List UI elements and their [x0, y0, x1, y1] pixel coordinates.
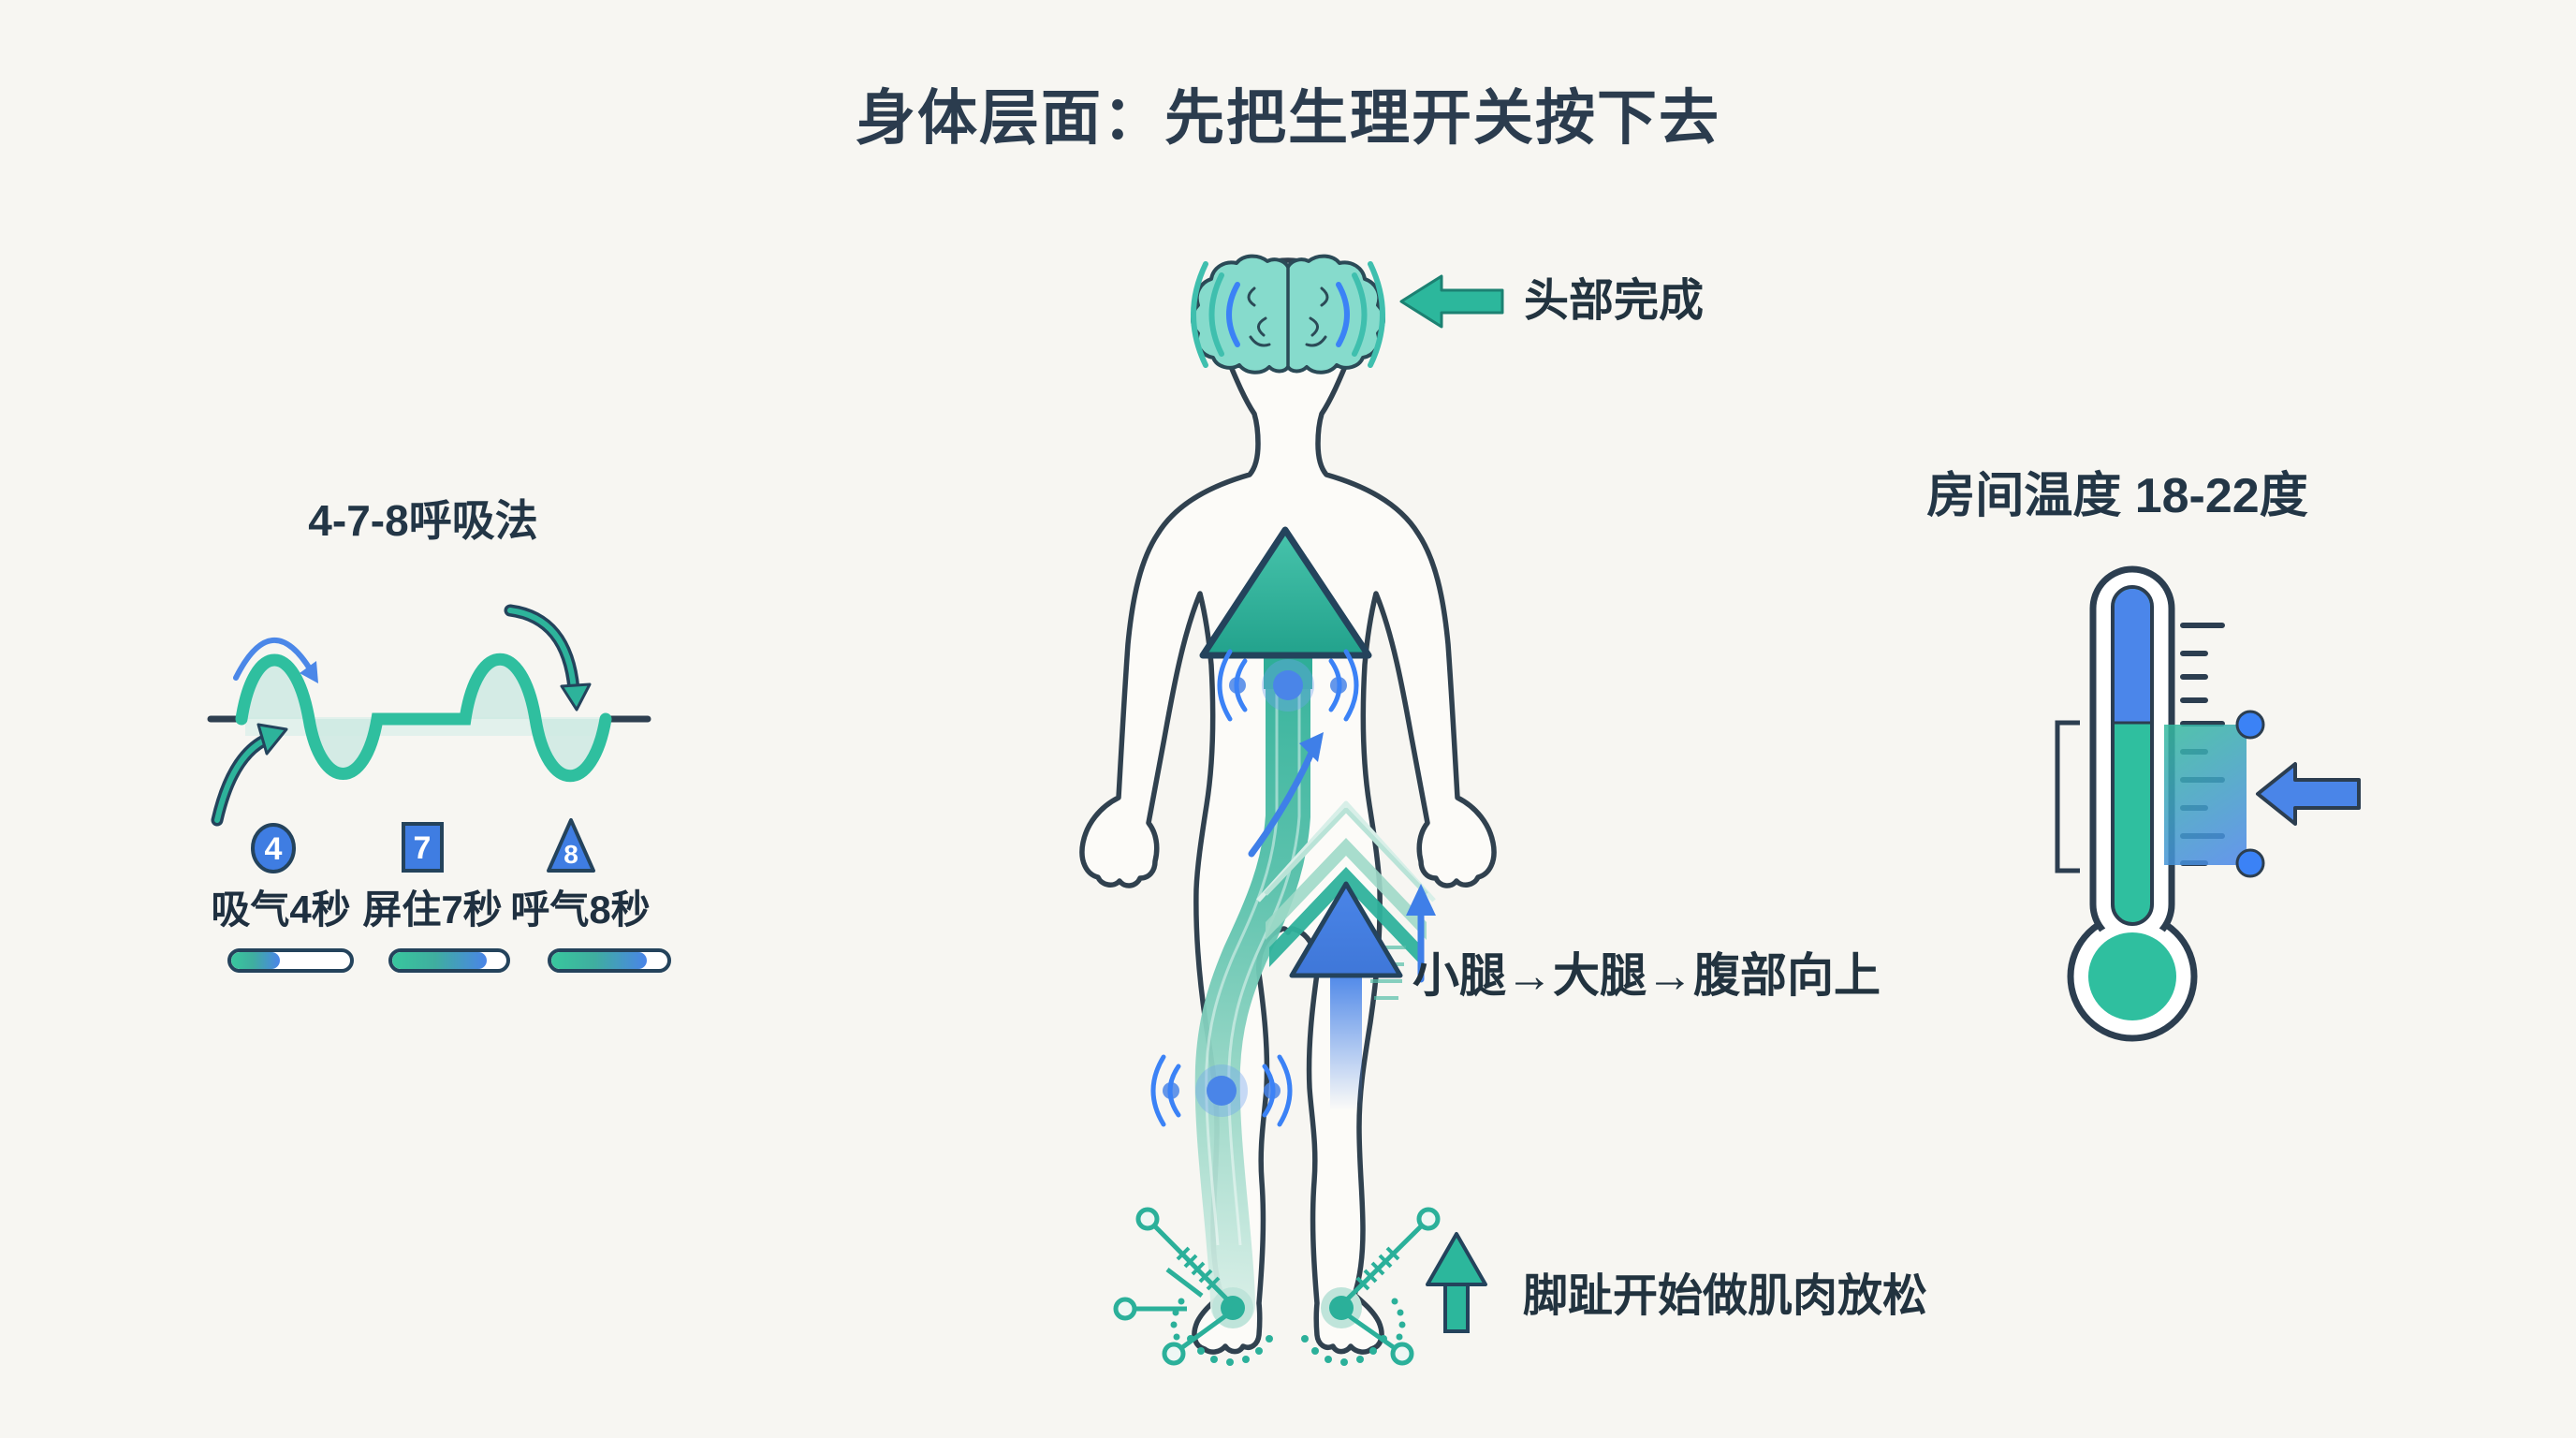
- step-label-inhale: 吸气4秒: [211, 888, 351, 932]
- progress-bar-exhale: [548, 948, 671, 973]
- badge-number-7: 7: [413, 830, 432, 866]
- progress-bar-inhale: [227, 948, 354, 973]
- inhale-arc-icon: [233, 638, 318, 683]
- head-waves-right-icon: [1336, 261, 1385, 368]
- head-waves-left-icon: [1191, 261, 1240, 368]
- step-circle-badge: [251, 823, 296, 873]
- badge-number-8: 8: [564, 840, 578, 869]
- progress-fill-inhale: [231, 952, 281, 969]
- thigh-chevrons-icon: [1256, 800, 1436, 1000]
- knee-pulse-icon: [1150, 1054, 1293, 1127]
- step-label-hold: 屏住7秒: [362, 888, 503, 932]
- belly-pulse-icon: [1217, 649, 1359, 722]
- head-complete-label: 头部完成: [1523, 276, 1705, 326]
- relax-flow-arrow-icon: [1194, 526, 1372, 1328]
- progress-fill-exhale: [551, 952, 647, 969]
- progress-bar-hold: [388, 948, 510, 973]
- badge-number-4: 4: [264, 831, 283, 867]
- breathing-title: 4-7-8呼吸法: [308, 496, 538, 545]
- step-label-exhale: 呼气8秒: [510, 888, 651, 932]
- thigh-arrow-icon: [1289, 881, 1403, 1110]
- legs-sequence-label: 小腿→大腿→腹部向上: [1412, 949, 1881, 1002]
- toes-relax-label: 脚趾开始做肌肉放松: [1522, 1271, 1928, 1321]
- exhale-arrow-icon: [504, 604, 592, 712]
- thermometer-bracket-icon: [2055, 720, 2080, 873]
- feet-circuit-right-icon: [1301, 1207, 1441, 1366]
- head-arrow-icon: [1399, 274, 1504, 329]
- brain-icon: [1191, 254, 1385, 374]
- temperature-title: 房间温度 18-22度: [1926, 469, 2308, 523]
- belly-arrow-icon: [1248, 732, 1324, 858]
- page-title: 身体层面：先把生理开关按下去: [856, 84, 1720, 152]
- breathing-wave-icon: [207, 653, 651, 782]
- progress-fill-hold: [392, 952, 488, 969]
- step-square-badge: [402, 822, 444, 873]
- feet-circuit-left-icon: [1113, 1207, 1273, 1366]
- feet-arrow-icon: [1426, 1232, 1487, 1333]
- step-triangle-badge: [547, 818, 595, 873]
- thermometer-range-zone: [2164, 710, 2265, 878]
- thermometer-icon: [2067, 565, 2225, 1042]
- thermometer-arrow-icon: [2256, 762, 2361, 826]
- thigh-pointer-arrow-icon: [1406, 884, 1436, 983]
- inhale-arrow-icon: [211, 723, 288, 827]
